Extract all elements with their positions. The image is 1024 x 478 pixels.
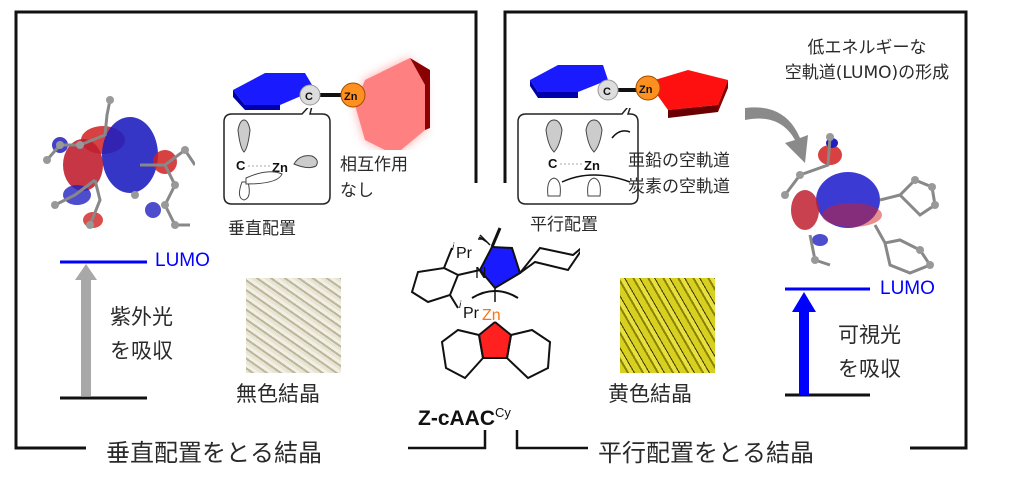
right-absorption-label: 可視光 を吸収 [838, 323, 901, 381]
right-orbital-bubble: C Zn [517, 108, 639, 205]
red-ring [648, 70, 728, 110]
svg-text:C: C [548, 156, 558, 171]
ipr-bottom-label: Pr [463, 305, 480, 322]
right-atom-zn: Zn [639, 84, 653, 96]
yellow-crystal-label: 黄色結晶 [608, 382, 692, 406]
right-orbital-render [781, 133, 939, 275]
blue-ring [233, 73, 315, 105]
svg-text:Zn: Zn [272, 160, 288, 175]
svg-text:Zn: Zn [584, 158, 600, 173]
nitrogen-atom: N [475, 265, 487, 282]
left-atom-c: C [305, 91, 313, 103]
left-lumo-label: LUMO [155, 250, 210, 271]
orbital-lobes [52, 117, 177, 228]
right-atom-c: C [603, 86, 611, 98]
left-absorption-label: 紫外光 を吸収 [110, 305, 173, 363]
yellow-crystal-photo [620, 278, 715, 373]
z-cAAC-structure: N i Pr i Pr Zn [410, 227, 580, 380]
curved-arrow-icon [745, 107, 808, 163]
svg-text:i: i [452, 242, 455, 253]
pink-ring [355, 58, 425, 150]
lumo-formation-label: 低エネルギーな 空軌道(LUMO)の形成 [784, 38, 950, 83]
left-orbital-bubble: C Zn [223, 108, 331, 205]
zinc-atom: Zn [482, 307, 501, 324]
left-energy-diagram [60, 260, 147, 400]
left-perpendicular-schematic: C Zn [233, 58, 430, 150]
zinc-ring [479, 322, 511, 358]
colorless-crystal-photo [246, 278, 341, 373]
left-atom-zn: Zn [344, 91, 358, 103]
compound-name: Z-cAACCy [418, 405, 511, 430]
caac-ring [480, 247, 520, 288]
left-interaction-label: 相互作用 なし [340, 155, 408, 201]
right-orientation-label: 平行配置 [530, 215, 598, 235]
right-visible-arrow-head [792, 292, 816, 312]
ipr-top-label: Pr [456, 245, 473, 262]
svg-text:C: C [236, 158, 246, 173]
carbon-empty-orbital-label: 炭素の空軌道 [628, 177, 730, 197]
right-orbital-labels: 亜鉛の空軌道 炭素の空軌道 [628, 148, 730, 200]
left-orbital-render [43, 96, 195, 229]
right-lumo-label: LUMO [880, 278, 935, 299]
colorless-crystal-label: 無色結晶 [236, 382, 320, 406]
right-caption: 平行配置をとる結晶 [594, 433, 818, 468]
left-caption: 垂直配置をとる結晶 [102, 433, 326, 468]
blue-ring [530, 65, 608, 92]
left-orientation-label: 垂直配置 [228, 219, 296, 239]
svg-text:i: i [459, 300, 462, 311]
right-parallel-schematic: C Zn [530, 65, 728, 118]
zinc-empty-orbital-label: 亜鉛の空軌道 [628, 151, 730, 171]
right-energy-diagram [785, 287, 870, 397]
right-visible-arrow-shaft [799, 310, 809, 395]
left-uv-arrow-shaft [81, 278, 91, 396]
left-uv-arrow-head [75, 264, 97, 280]
